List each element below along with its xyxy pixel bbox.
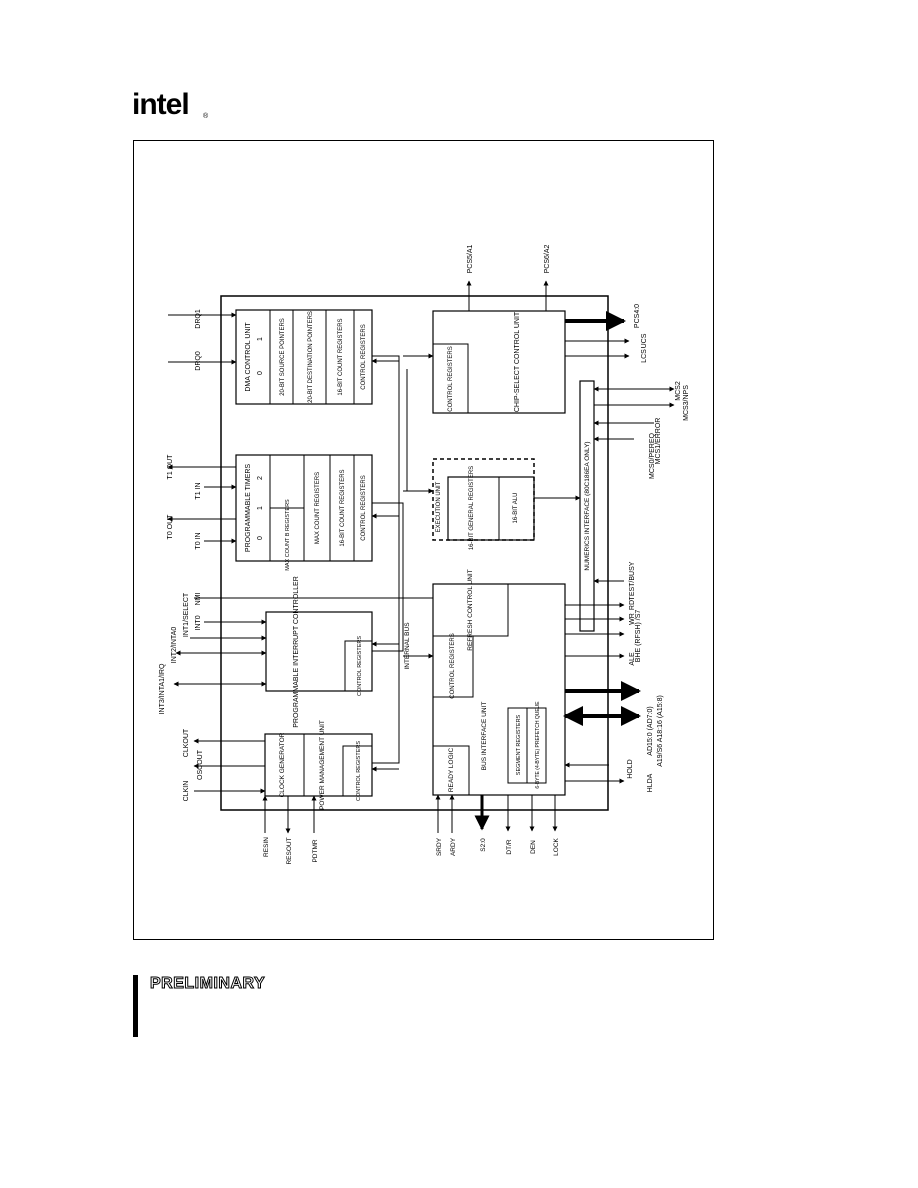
intel-logo: intel ® bbox=[132, 88, 209, 121]
clock-generator-title: CLOCK GENERATOR bbox=[279, 732, 286, 797]
interrupt-control-registers: CONTROL REGISTERS bbox=[357, 636, 363, 696]
pin-dtr: DT/R bbox=[506, 839, 513, 854]
power-control-registers: CONTROL REGISTERS bbox=[356, 741, 362, 801]
pins-interrupt: NMI INT0 INT1/SELECT INT2/INTA0 INT3/INT… bbox=[159, 592, 433, 801]
pin-a: A19/S6 A18:16 (A15:8) bbox=[657, 695, 664, 767]
chip-select-control-registers: CONTROL REGISTERS bbox=[448, 346, 454, 411]
interrupt-controller: PROGRAMMABLE INTERRUPT CONTROLLER CONTRO… bbox=[265, 576, 373, 728]
pin-clkout: CLKOUT bbox=[183, 728, 190, 757]
timers-count-registers: 16-BIT COUNT REGISTERS bbox=[340, 469, 346, 546]
ready-logic: READY LOGIC bbox=[448, 748, 455, 793]
pin-wr: WR bbox=[629, 613, 636, 625]
pin-pcs5: PCS5/A1 bbox=[467, 244, 474, 273]
execution-unit-title: EXECUTION UNIT bbox=[436, 481, 442, 532]
pin-ucs: UCS bbox=[641, 333, 648, 348]
programmable-timers: PROGRAMMABLE TIMERS 0 1 2 MAX COUNT B RE… bbox=[235, 454, 373, 571]
pin-t1in: T1 IN bbox=[195, 482, 202, 499]
dma-source-pointers: 20-BIT SOURCE POINTERS bbox=[280, 318, 286, 396]
execution-unit: EXECUTION UNIT 16-BIT GENERAL REGISTERS … bbox=[432, 458, 535, 550]
refresh-title: REFRESH CONTROL UNIT bbox=[467, 569, 474, 650]
pin-resin: RESIN bbox=[263, 837, 270, 857]
pin-mcs1: MCS1/ERROR bbox=[655, 418, 662, 465]
pin-pcs6: PCS6/A2 bbox=[544, 244, 551, 273]
figure-frame bbox=[133, 140, 714, 940]
registered-mark: ® bbox=[203, 112, 209, 120]
pin-drq1: DRQ1 bbox=[195, 309, 202, 329]
chip-outline bbox=[220, 295, 609, 811]
pin-drq0: DRQ0 bbox=[195, 351, 202, 371]
refresh-control-registers: CONTROL REGISTERS bbox=[450, 633, 456, 698]
dma-dest-pointers: 20-BIT DESTINATION POINTERS bbox=[308, 311, 314, 403]
timer-0: 0 bbox=[257, 536, 264, 540]
footer-bar bbox=[133, 975, 138, 1037]
pin-lcs: LCS bbox=[641, 349, 648, 363]
pin-int3: INT3/INTA1/IRQ bbox=[159, 663, 166, 714]
biu-prefetch-queue: 6-BYTE (4-BYTE) PREFETCH QUEUE bbox=[535, 701, 541, 789]
pin-ardy: ARDY bbox=[450, 837, 457, 856]
timers-control-registers: CONTROL REGISTERS bbox=[361, 475, 367, 540]
pin-ad: AD15:0 (AD7:0) bbox=[647, 706, 654, 755]
dma-title: DMA CONTROL UNIT bbox=[245, 322, 252, 392]
pin-mcs2: MCS2 bbox=[675, 381, 682, 401]
timer-2: 2 bbox=[257, 476, 264, 480]
pin-t0out: T0 OUT bbox=[167, 514, 174, 540]
pin-s20: S2:0 bbox=[480, 838, 487, 852]
dma-chan-1: 1 bbox=[257, 337, 264, 341]
biu-title: BUS INTERFACE UNIT bbox=[481, 702, 488, 771]
execution-general-registers: 16-BIT GENERAL REGISTERS bbox=[469, 466, 475, 550]
pin-mcs0: MCS0/PEREQ bbox=[649, 432, 656, 478]
numerics-interface: NUMERICS INTERFACE (80C186EA ONLY) bbox=[579, 380, 595, 632]
pin-rd: RD bbox=[629, 600, 636, 610]
numerics-title: NUMERICS INTERFACE (80C186EA ONLY) bbox=[584, 441, 591, 570]
pins-right: HOLD HLDA AD15:0 (AD7:0) A19/S6 A18:16 (… bbox=[466, 244, 690, 792]
chip-select-title: CHIP-SELECT CONTROL UNIT bbox=[514, 311, 521, 412]
pin-bhe: BHE (RFSH) /S7 bbox=[635, 610, 642, 663]
biu-segment-registers: SEGMENT REGISTERS bbox=[516, 714, 522, 775]
timers-title: PROGRAMMABLE TIMERS bbox=[245, 464, 252, 552]
pin-hold: HOLD bbox=[627, 759, 634, 778]
pin-nmi: NMI bbox=[195, 593, 202, 606]
pin-srdy: SRDY bbox=[436, 837, 443, 856]
power-management-title: POWER MANAGEMENT UNIT bbox=[319, 720, 326, 810]
pin-t0in: T0 IN bbox=[195, 532, 202, 549]
pins-top: DRQ0 DRQ1 T1 OUT T1 IN T0 OUT T0 IN bbox=[167, 309, 237, 550]
execution-alu: 16-BIT ALU bbox=[513, 493, 519, 524]
pin-pcs4: PCS4:0 bbox=[634, 304, 641, 328]
internal-bus: INTERNAL BUS bbox=[371, 353, 581, 772]
dma-control-unit: DMA CONTROL UNIT 0 1 20-BIT SOURCE POINT… bbox=[235, 309, 373, 405]
block-diagram: DMA CONTROL UNIT 0 1 20-BIT SOURCE POINT… bbox=[159, 244, 690, 865]
dma-count-registers: 16-BIT COUNT REGISTERS bbox=[338, 318, 344, 395]
clock-power-unit: CLOCK GENERATOR POWER MANAGEMENT UNIT CO… bbox=[264, 720, 373, 810]
bus-interface-unit: REFRESH CONTROL UNIT CONTROL REGISTERS B… bbox=[432, 569, 566, 796]
pin-t1out: T1 OUT bbox=[167, 454, 174, 480]
dma-chan-0: 0 bbox=[257, 371, 264, 375]
logo-text: intel bbox=[132, 88, 189, 121]
pin-clkin: CLKIN bbox=[183, 781, 190, 802]
chip-select-unit: CHIP-SELECT CONTROL UNIT CONTROL REGISTE… bbox=[432, 310, 566, 414]
pin-int2: INT2/INTA0 bbox=[171, 627, 178, 664]
pin-pdtmr: PDTMR bbox=[312, 839, 319, 862]
preliminary-label: PRELIMINARY bbox=[149, 975, 266, 993]
interrupt-title: PROGRAMMABLE INTERRUPT CONTROLLER bbox=[293, 576, 300, 728]
pin-ale: ALE bbox=[629, 652, 636, 666]
pin-int1: INT1/SELECT bbox=[183, 592, 190, 637]
dma-control-registers: CONTROL REGISTERS bbox=[361, 324, 367, 389]
pin-lock: LOCK bbox=[553, 837, 560, 855]
pin-mcs3: MCS3/NPS bbox=[683, 385, 690, 421]
pin-resout: RESOUT bbox=[286, 837, 293, 864]
timer-1: 1 bbox=[257, 506, 264, 510]
pin-hlda: HLDA bbox=[647, 773, 654, 792]
pin-test: TEST/BUSY bbox=[629, 561, 636, 600]
timers-max-count-b: MAX COUNT B REGISTERS bbox=[285, 499, 291, 571]
timers-max-count: MAX COUNT REGISTERS bbox=[315, 472, 321, 544]
pin-int0: INT0 bbox=[195, 615, 202, 630]
internal-bus-label: INTERNAL BUS bbox=[404, 622, 411, 670]
pins-bottom: RESIN RESOUT PDTMR SRDY ARDY S2:0 DT/R D… bbox=[262, 794, 560, 865]
pin-oscout: OSCOUT bbox=[197, 749, 204, 780]
pin-den: DEN bbox=[530, 840, 537, 854]
